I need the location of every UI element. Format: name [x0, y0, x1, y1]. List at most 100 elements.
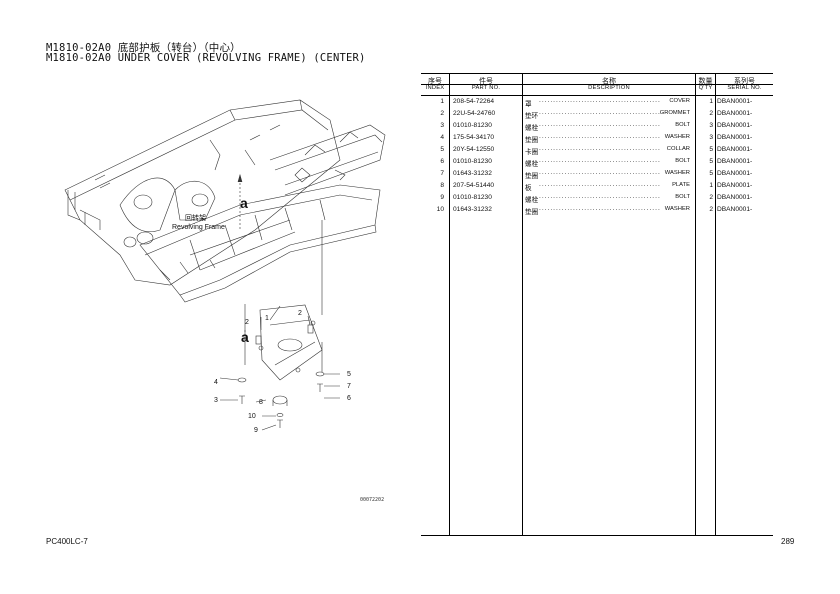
row-description-cn: 垫环	[525, 113, 539, 120]
row-serial: DBAN0001-	[717, 182, 753, 189]
callout-2-left: 2	[245, 319, 249, 326]
table-row: 5 20Y-54-12550 卡圈.........................…	[421, 145, 773, 157]
row-index: 6	[440, 158, 444, 165]
callout-3: 3	[214, 397, 218, 404]
row-description-en: BOLT	[675, 122, 690, 128]
row-description-en: PLATE	[672, 182, 690, 188]
leader-dots: ........................................…	[539, 157, 660, 164]
callout-4: 4	[214, 379, 218, 386]
callout-9: 9	[254, 427, 258, 434]
table-row: 2 22U-54-24760 垫环.........................…	[421, 109, 773, 121]
row-qty: 2	[709, 206, 713, 213]
row-index: 9	[440, 194, 444, 201]
header-qty: 数量 Q'TY	[696, 74, 715, 95]
leader-dots: ........................................…	[539, 181, 660, 188]
row-part-no: 175-54-34170	[453, 134, 495, 141]
row-description-en: WASHER	[664, 134, 690, 140]
callout-2-right: 2	[298, 310, 302, 317]
row-serial: DBAN0001-	[717, 194, 753, 201]
row-serial: DBAN0001-	[717, 134, 753, 141]
view-letter-a-bottom: a	[241, 329, 249, 345]
row-index: 3	[440, 122, 444, 129]
row-qty: 2	[709, 194, 713, 201]
row-qty: 3	[709, 134, 713, 141]
leader-dots: ........................................…	[539, 145, 660, 152]
table-row: 6 01010-81230 螺栓..........................…	[421, 157, 773, 169]
callout-1: 1	[265, 315, 269, 322]
callout-5: 5	[347, 371, 351, 378]
row-serial: DBAN0001-	[717, 158, 753, 165]
row-qty: 1	[709, 182, 713, 189]
header-part-no: 件号 PART NO.	[450, 74, 522, 95]
row-part-no: 01010-81230	[453, 122, 492, 129]
leader-dots: ........................................…	[539, 133, 660, 140]
row-index: 8	[440, 182, 444, 189]
callout-8: 8	[259, 399, 263, 406]
row-description-cn: 螺栓	[525, 161, 539, 168]
cover-plate-illustration	[219, 304, 340, 431]
row-part-no: 22U-54-24760	[453, 110, 496, 117]
row-qty: 2	[709, 110, 713, 117]
row-description-cn: 卡圈	[525, 149, 539, 156]
callout-6: 6	[347, 395, 351, 402]
row-serial: DBAN0001-	[717, 122, 753, 129]
frame-label-cn: 回转架	[185, 213, 206, 222]
row-part-no: 01010-81230	[453, 194, 492, 201]
row-part-no: 01643-31232	[453, 206, 492, 213]
row-description-cn: 螺栓	[525, 197, 539, 204]
row-part-no: 207-54-51440	[453, 182, 495, 189]
leader-dots: ........................................…	[539, 169, 660, 176]
row-index: 2	[440, 110, 444, 117]
row-index: 7	[440, 170, 444, 177]
table-row: 8 207-54-51440 板..........................…	[421, 181, 773, 193]
row-description-en: BOLT	[675, 158, 690, 164]
row-serial: DBAN0001-	[717, 110, 753, 117]
row-description-en: WASHER	[664, 206, 690, 212]
row-description-cn: 罩	[525, 101, 532, 108]
table-row: 9 01010-81230 螺栓..........................…	[421, 193, 773, 205]
row-part-no: 208-54-72264	[453, 98, 495, 105]
row-serial: DBAN0001-	[717, 206, 753, 213]
header-serial: 系列号 SERIAL NO.	[716, 74, 773, 95]
row-qty: 5	[709, 170, 713, 177]
table-row: 3 01010-81230 螺栓..........................…	[421, 121, 773, 133]
row-part-no: 01643-31232	[453, 170, 492, 177]
footer-page-number: 289	[781, 537, 795, 546]
row-description-cn: 垫圈	[525, 137, 539, 144]
leader-dots: ........................................…	[539, 205, 660, 212]
leader-dots: ........................................…	[539, 121, 660, 128]
page-title-en: M1810-02A0 UNDER COVER (REVOLVING FRAME)…	[46, 52, 366, 64]
frame-label-en: Revolving Frame	[172, 224, 225, 231]
row-description-en: COVER	[669, 98, 690, 104]
row-qty: 1	[709, 98, 713, 105]
row-index: 1	[440, 98, 444, 105]
drawing-code: 00072202	[360, 497, 385, 503]
parts-drawing: a 回转架 Revolving Frame a 1 2 2 3 4 5 6 7 …	[64, 99, 386, 434]
row-serial: DBAN0001-	[717, 170, 753, 177]
row-description-cn: 垫圈	[525, 209, 539, 216]
row-description-cn: 板	[525, 185, 532, 192]
row-serial: DBAN0001-	[717, 98, 753, 105]
page-title-cn: M1810-02A0 底部护板（转台）（中心）	[46, 42, 241, 54]
callout-7: 7	[347, 383, 351, 390]
revolving-frame-illustration	[64, 99, 386, 315]
row-description-en: BOLT	[675, 194, 690, 200]
header-description: 名称 DESCRIPTION	[523, 74, 695, 95]
table-body: 1 208-54-72264 罩..........................…	[421, 97, 773, 217]
row-qty: 5	[709, 158, 713, 165]
parts-table: 序号 INDEX 件号 PART NO. 名称 DESCRIPTION 数量 Q…	[421, 73, 773, 536]
leader-dots: ........................................…	[539, 193, 660, 200]
row-qty: 3	[709, 122, 713, 129]
header-index: 序号 INDEX	[421, 74, 449, 95]
row-part-no: 20Y-54-12550	[453, 146, 495, 153]
leader-dots: ........................................…	[539, 109, 660, 116]
view-letter-a-top: a	[240, 195, 248, 211]
row-index: 5	[440, 146, 444, 153]
row-serial: DBAN0001-	[717, 146, 753, 153]
table-header: 序号 INDEX 件号 PART NO. 名称 DESCRIPTION 数量 Q…	[421, 74, 773, 96]
row-description-cn: 螺栓	[525, 125, 539, 132]
row-part-no: 01010-81230	[453, 158, 492, 165]
row-description-en: WASHER	[664, 170, 690, 176]
